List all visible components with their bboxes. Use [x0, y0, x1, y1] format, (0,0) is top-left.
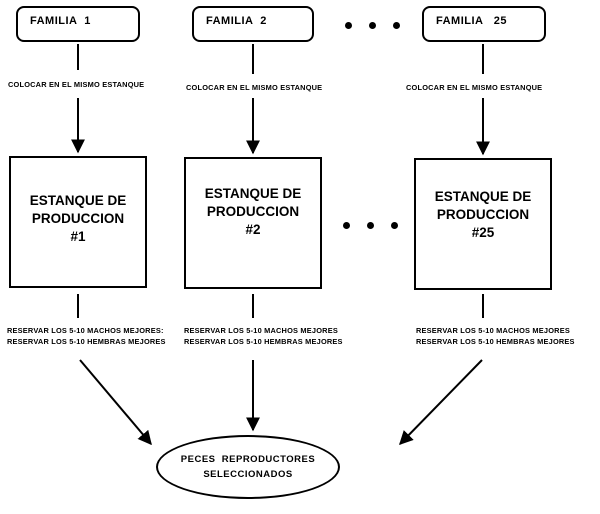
reserve-females: RESERVAR LOS 5-10 HEMBRAS MEJORES: [184, 337, 343, 346]
result-line-1: PECES REPRODUCTORES: [180, 454, 316, 465]
pond-number: #25: [471, 225, 495, 240]
reserve-males: RESERVAR LOS 5-10 MACHOS MEJORES: [416, 326, 570, 335]
pond-number: #2: [245, 222, 261, 237]
family-box-1: FAMILIA 1: [16, 6, 140, 42]
pond-box-2: ESTANQUE DE PRODUCCION #2: [184, 157, 322, 289]
dot: [345, 22, 352, 29]
family-label: FAMILIA 25: [436, 15, 507, 27]
arrow-to-result-1: [79, 359, 152, 446]
family-label: FAMILIA 1: [30, 15, 91, 27]
selected-broodstock-ellipse: PECES REPRODUCTORES SELECCIONADOS: [156, 435, 340, 499]
pond-title: ESTANQUE DE: [434, 189, 532, 204]
reserve-note-25: RESERVAR LOS 5-10 MACHOS MEJORES RESERVA…: [416, 325, 575, 347]
place-note-25: COLOCAR EN EL MISMO ESTANQUE: [406, 83, 543, 92]
pond-number: #1: [70, 229, 86, 244]
arrow-to-result-25: [399, 359, 483, 446]
family-box-25: FAMILIA 25: [422, 6, 546, 42]
ellipsis-dots-top: [345, 22, 400, 29]
dot: [343, 222, 350, 229]
family-label: FAMILIA 2: [206, 15, 267, 27]
dot: [369, 22, 376, 29]
place-note-2: COLOCAR EN EL MISMO ESTANQUE: [186, 83, 323, 92]
dot: [391, 222, 398, 229]
reserve-note-1: RESERVAR LOS 5-10 MACHOS MEJORES: RESERV…: [7, 325, 166, 347]
family-box-2: FAMILIA 2: [192, 6, 314, 42]
pond-title: ESTANQUE DE: [29, 193, 127, 208]
pond-subtitle: PRODUCCION: [31, 211, 125, 226]
reserve-males: RESERVAR LOS 5-10 MACHOS MEJORES: [184, 326, 338, 335]
reserve-females: RESERVAR LOS 5-10 HEMBRAS MEJORES: [7, 337, 166, 346]
reserve-males: RESERVAR LOS 5-10 MACHOS MEJORES:: [7, 326, 164, 335]
pond-box-1: ESTANQUE DE PRODUCCION #1: [9, 156, 147, 288]
reserve-note-2: RESERVAR LOS 5-10 MACHOS MEJORES RESERVA…: [184, 325, 343, 347]
result-line-2: SELECCIONADOS: [203, 469, 293, 480]
reserve-females: RESERVAR LOS 5-10 HEMBRAS MEJORES: [416, 337, 575, 346]
place-note-1: COLOCAR EN EL MISMO ESTANQUE: [8, 80, 145, 89]
dot: [393, 22, 400, 29]
pond-subtitle: PRODUCCION: [436, 207, 530, 222]
dot: [367, 222, 374, 229]
ellipsis-dots-middle: [343, 222, 398, 229]
pond-subtitle: PRODUCCION: [206, 204, 300, 219]
pond-box-25: ESTANQUE DE PRODUCCION #25: [414, 158, 552, 290]
pond-title: ESTANQUE DE: [204, 186, 302, 201]
